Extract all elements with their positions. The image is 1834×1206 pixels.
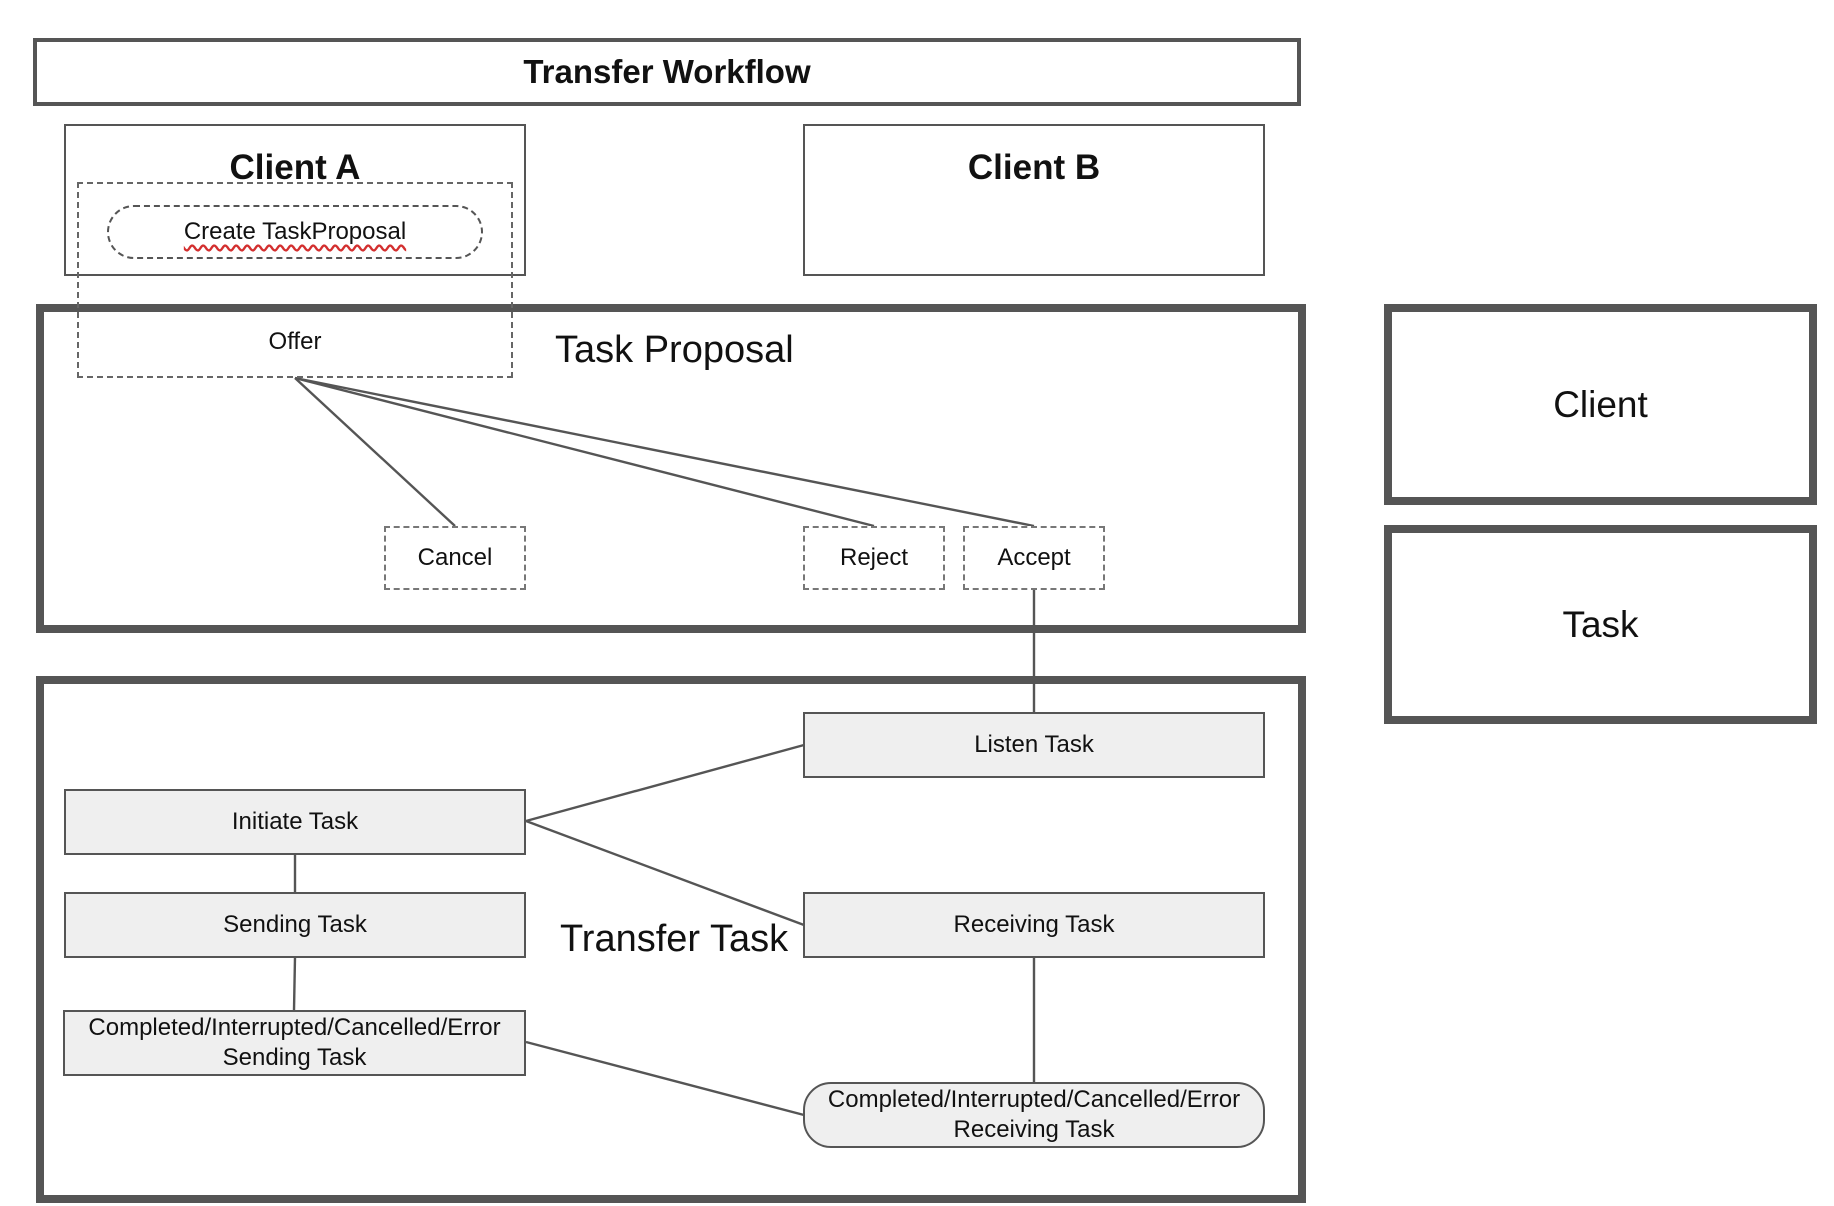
receiving-end-line2: Receiving Task <box>953 1116 1115 1143</box>
workflow-title-box: Transfer Workflow <box>33 38 1301 106</box>
task-proposal-section <box>36 304 1306 633</box>
accept-node[interactable]: Accept <box>963 526 1105 590</box>
link-initiate-receiving <box>525 819 805 927</box>
reject-node[interactable]: Reject <box>803 526 945 590</box>
create-taskproposal-node[interactable]: Create TaskProposal <box>107 205 483 259</box>
link-sendingend-receivingend <box>525 1040 805 1117</box>
initiate-task-node[interactable]: Initiate Task <box>64 789 526 855</box>
transfer-task-section <box>36 676 1306 1203</box>
legend-task-label: Task <box>1562 603 1639 645</box>
client-b-title: Client B <box>967 148 1101 187</box>
create-taskproposal-label: Create TaskProposal <box>183 218 407 245</box>
link-initiate-listen <box>525 743 805 823</box>
cancel-node[interactable]: Cancel <box>384 526 526 590</box>
sending-end-line2: Sending Task <box>222 1044 367 1071</box>
link-offer-cancel <box>294 377 456 527</box>
client-b-box: Client B <box>803 124 1265 276</box>
transfer-task-label: Transfer Task <box>560 918 789 960</box>
receiving-end-node[interactable]: Completed/Interrupted/Cancelled/Error Re… <box>803 1082 1265 1148</box>
legend-task-box: Task <box>1384 525 1817 724</box>
sending-end-line1: Completed/Interrupted/Cancelled/Error <box>88 1014 501 1041</box>
sending-end-node[interactable]: Completed/Interrupted/Cancelled/Error Se… <box>63 1010 526 1076</box>
offer-region <box>77 182 513 378</box>
sending-task-node[interactable]: Sending Task <box>64 892 526 958</box>
link-sending-end <box>292 956 297 1011</box>
client-a-title: Client A <box>229 148 361 187</box>
link-offer-reject <box>294 376 875 528</box>
offer-label: Offer <box>268 328 322 355</box>
receiving-task-node[interactable]: Receiving Task <box>803 892 1265 958</box>
workflow-title: Transfer Workflow <box>523 53 811 90</box>
listen-task-node[interactable]: Listen Task <box>803 712 1265 778</box>
legend-client-box: Client <box>1384 304 1817 505</box>
task-proposal-label: Task Proposal <box>555 329 794 371</box>
legend-client-label: Client <box>1553 383 1648 425</box>
link-offer-accept <box>294 376 1035 528</box>
receiving-end-line1: Completed/Interrupted/Cancelled/Error <box>827 1086 1241 1113</box>
